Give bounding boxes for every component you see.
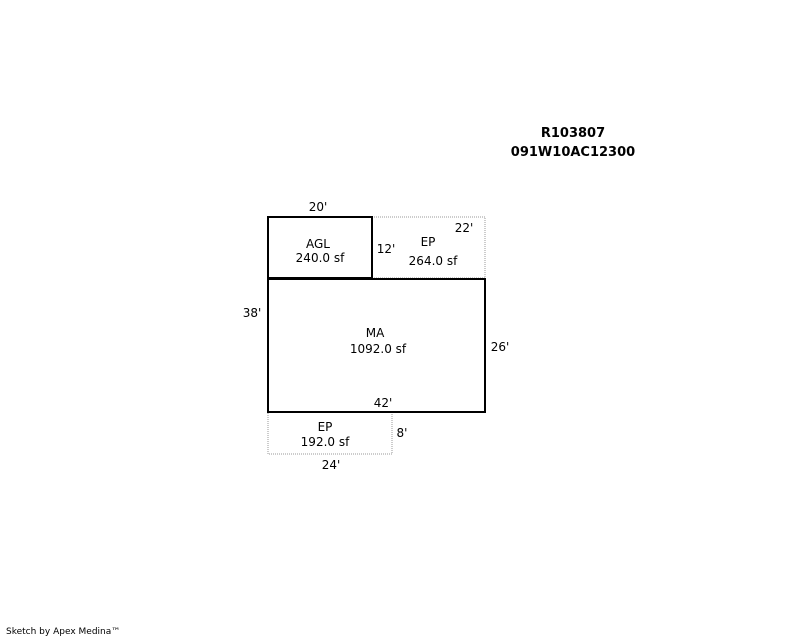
dim-agl-depth: 12' xyxy=(377,242,396,256)
agl-area: 240.0 sf xyxy=(296,251,345,265)
ep-top-area: 264.0 sf xyxy=(409,254,458,268)
sketch-credit: Sketch by Apex Medina™ xyxy=(6,627,121,637)
ep-bottom-area: 192.0 sf xyxy=(301,435,350,449)
ma-area: 1092.0 sf xyxy=(350,342,407,356)
dim-ma-right: 26' xyxy=(491,340,510,354)
dim-overall-left: 38' xyxy=(243,306,262,320)
dim-agl-width: 20' xyxy=(309,200,328,214)
dim-ma-width: 42' xyxy=(374,396,393,410)
parcel-id: R103807 xyxy=(540,126,606,141)
ma-outline xyxy=(267,278,486,413)
map-number: 091W10AC12300 xyxy=(510,145,636,160)
ma-label: MA xyxy=(366,326,385,340)
agl-label: AGL xyxy=(306,237,330,251)
ep-top-label: EP xyxy=(421,235,436,249)
parcel-identifiers: R103807 091W10AC12300 xyxy=(498,124,648,162)
ep-bottom-label: EP xyxy=(318,420,333,434)
dim-ep-top-width: 22' xyxy=(455,221,474,235)
dim-ep-bottom-width: 24' xyxy=(322,458,341,472)
dim-ep-bottom-depth: 8' xyxy=(397,426,408,440)
